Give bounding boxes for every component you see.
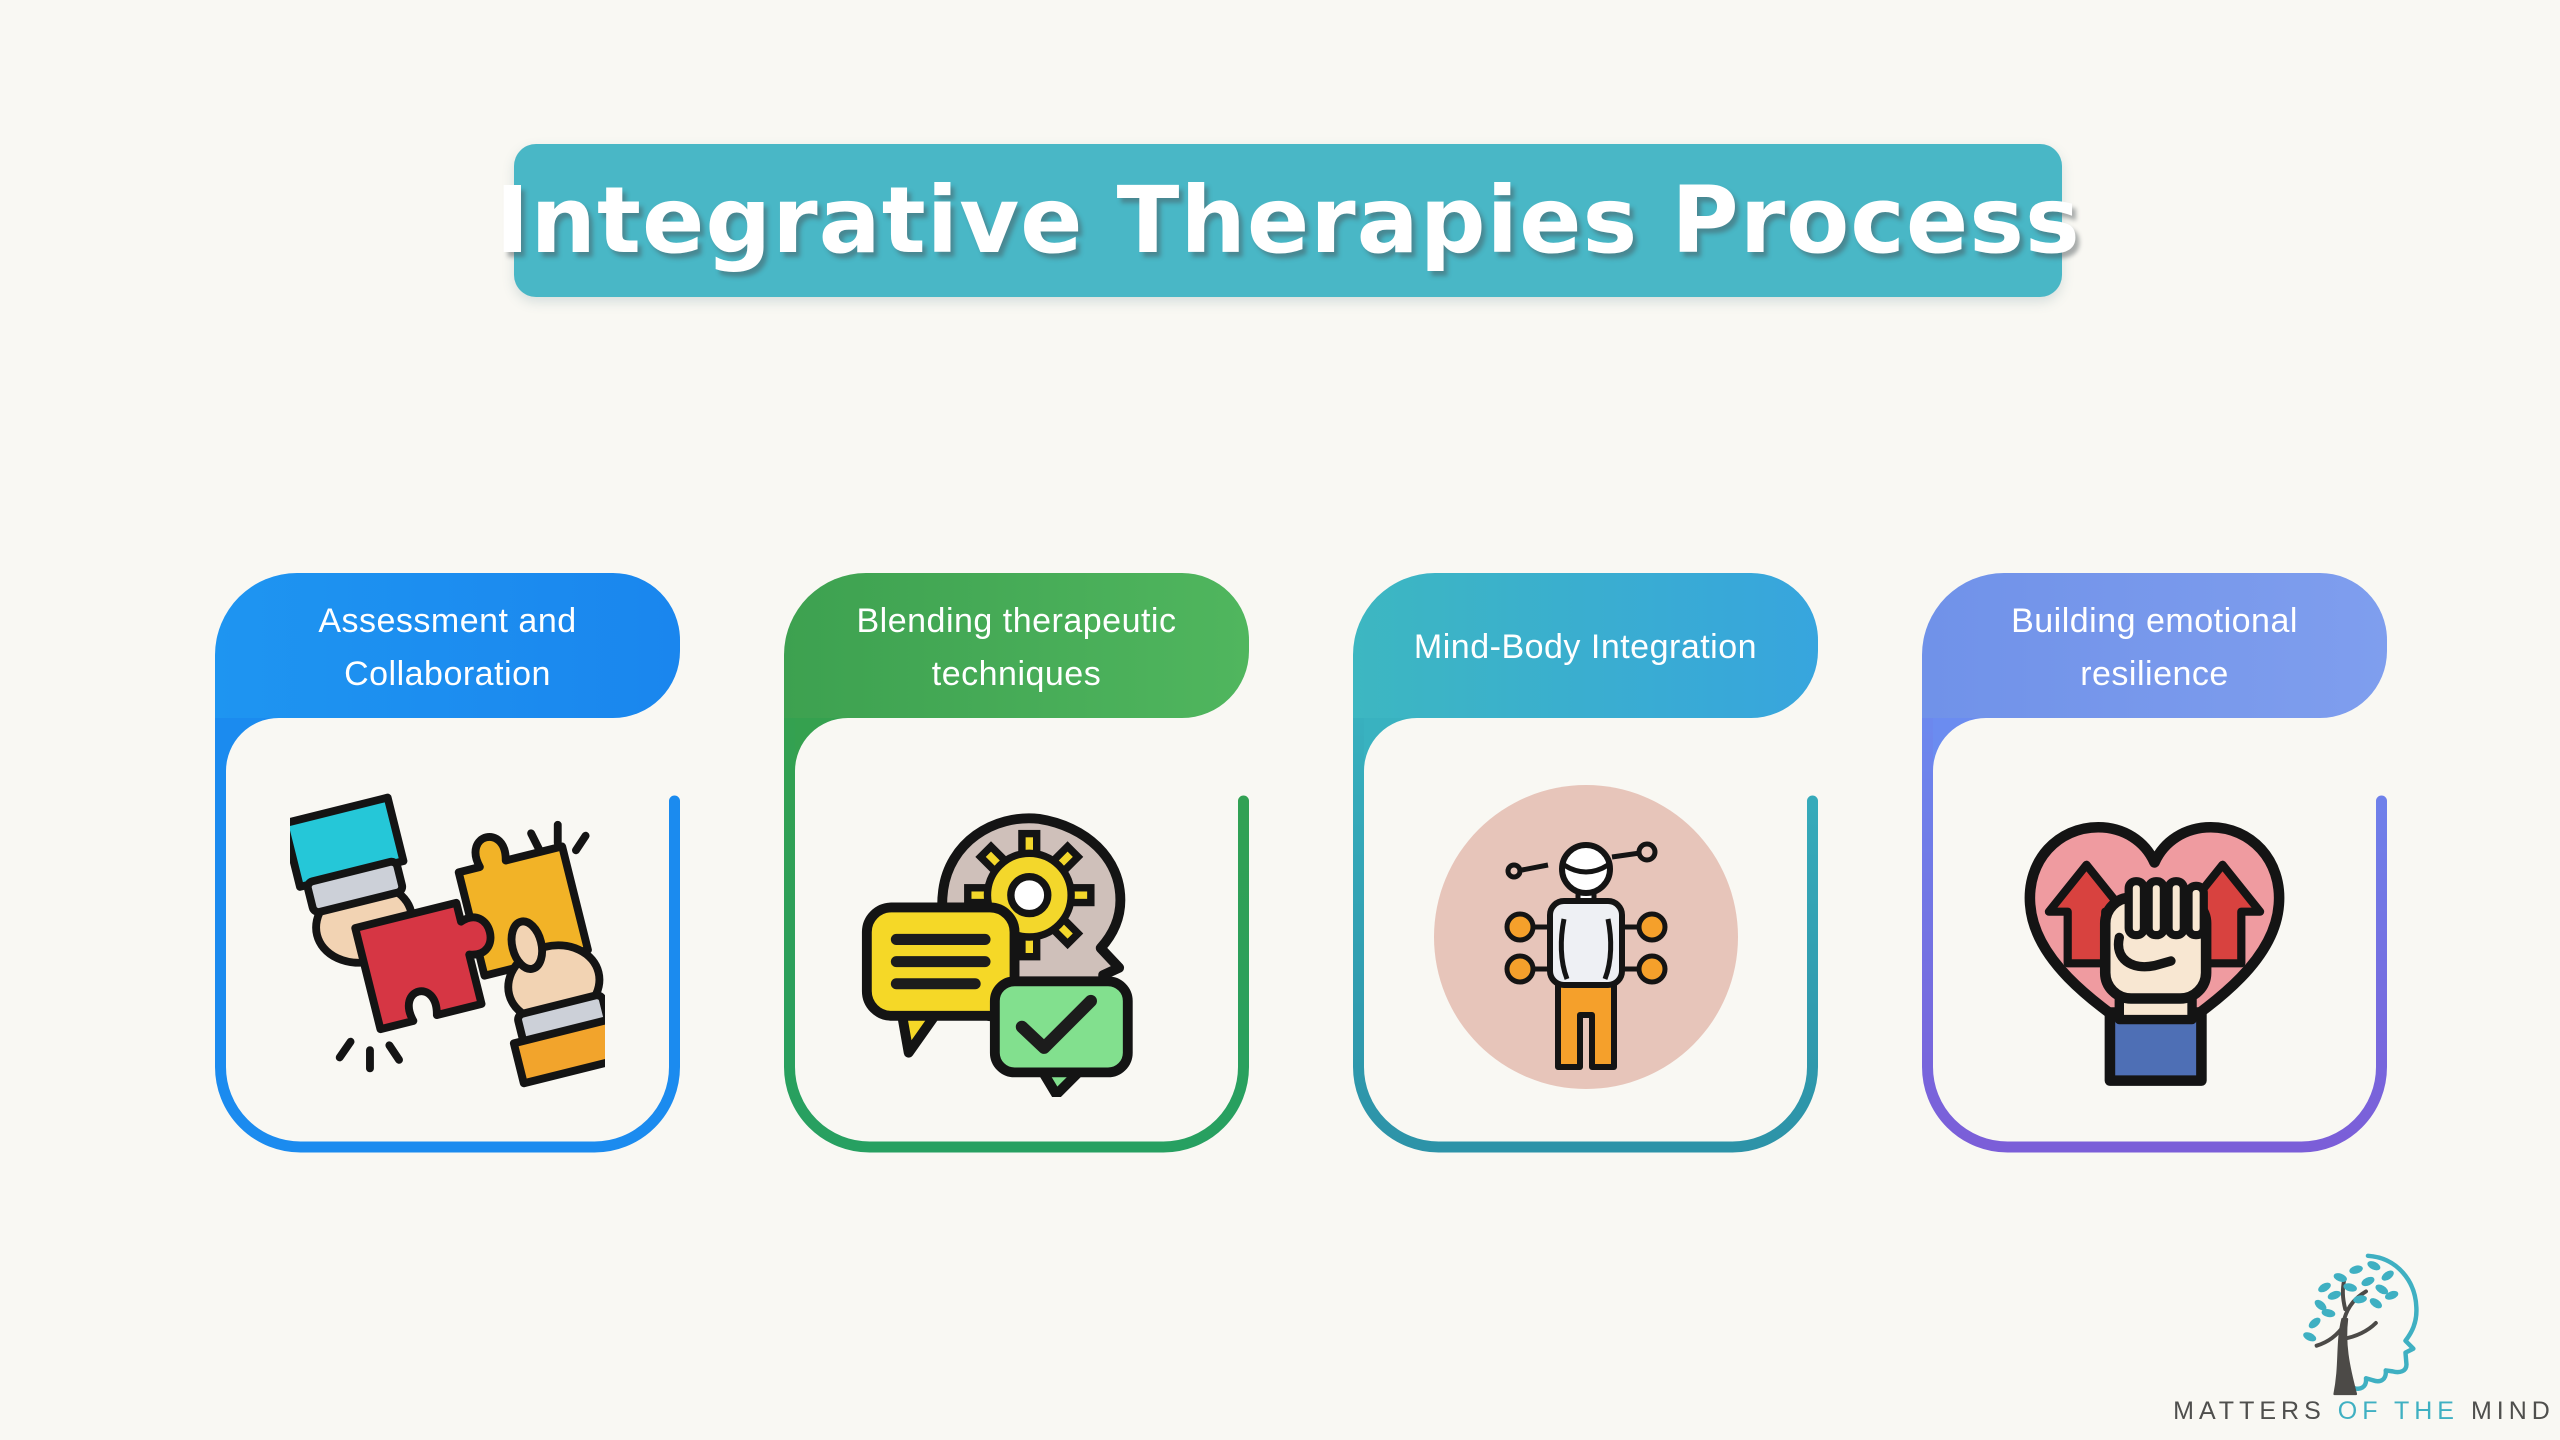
card-corner-fillet	[226, 718, 279, 771]
step-header: Mind-Body Integration	[1353, 573, 1818, 718]
step-header: Building emotional resilience	[1922, 573, 2387, 718]
card-header-bubble	[784, 573, 1249, 718]
card-header-bubble	[215, 573, 680, 718]
step-label: Mind-Body Integration	[1413, 628, 1758, 667]
brand-word-of-the: OF THE	[2337, 1397, 2459, 1425]
title-banner: Integrative Therapies Process	[495, 144, 2080, 297]
mind-tree-logo-icon	[2303, 1253, 2419, 1396]
card-frame	[215, 573, 680, 1153]
step-header: Assessment and Collaboration	[215, 573, 680, 718]
card-border	[1353, 679, 1818, 1153]
head-gear-chat-icon	[861, 813, 1133, 1097]
step-icon-zone	[1364, 731, 1807, 1143]
card-frame	[1922, 573, 2387, 1153]
mind-body-figure-icon	[1433, 785, 1738, 1089]
card-header-bubble	[1922, 573, 2387, 718]
step-card-resilience: Building emotional resilience	[1922, 573, 2387, 1153]
step-icon-zone	[226, 731, 669, 1143]
step-label: Building emotional resilience	[2011, 602, 2298, 693]
page-title: Integrative Therapies Process	[495, 167, 2081, 274]
brand-name: MATTERS OF THE MIND	[2167, 1397, 2560, 1426]
step-label: Assessment and Collaboration	[318, 602, 577, 693]
card-header-bubble	[1353, 573, 1818, 718]
brand-word-matters: MATTERS	[2173, 1397, 2326, 1425]
step-card-mind-body: Mind-Body Integration	[1353, 573, 1818, 1153]
step-label: Blending therapeutic techniques	[856, 602, 1177, 693]
card-border	[784, 679, 1249, 1153]
card-corner-fillet	[1933, 718, 1986, 771]
brand-word-mind: MIND	[2470, 1397, 2555, 1425]
card-corner-fillet	[1364, 718, 1417, 771]
card-frame	[784, 573, 1249, 1153]
card-border	[215, 679, 680, 1153]
step-icon-zone	[1933, 731, 2376, 1143]
heart-fist-arrows-icon	[2024, 821, 2285, 1086]
card-border	[1922, 679, 2387, 1153]
card-corner-fillet	[795, 718, 848, 771]
step-card-assessment: Assessment and Collaboration	[215, 573, 680, 1153]
step-card-blending: Blending therapeutic techniques	[784, 573, 1249, 1153]
step-header: Blending therapeutic techniques	[784, 573, 1249, 718]
card-frame	[1353, 573, 1818, 1153]
puzzle-hands-icon	[290, 793, 605, 1087]
step-icon-zone	[795, 731, 1238, 1143]
